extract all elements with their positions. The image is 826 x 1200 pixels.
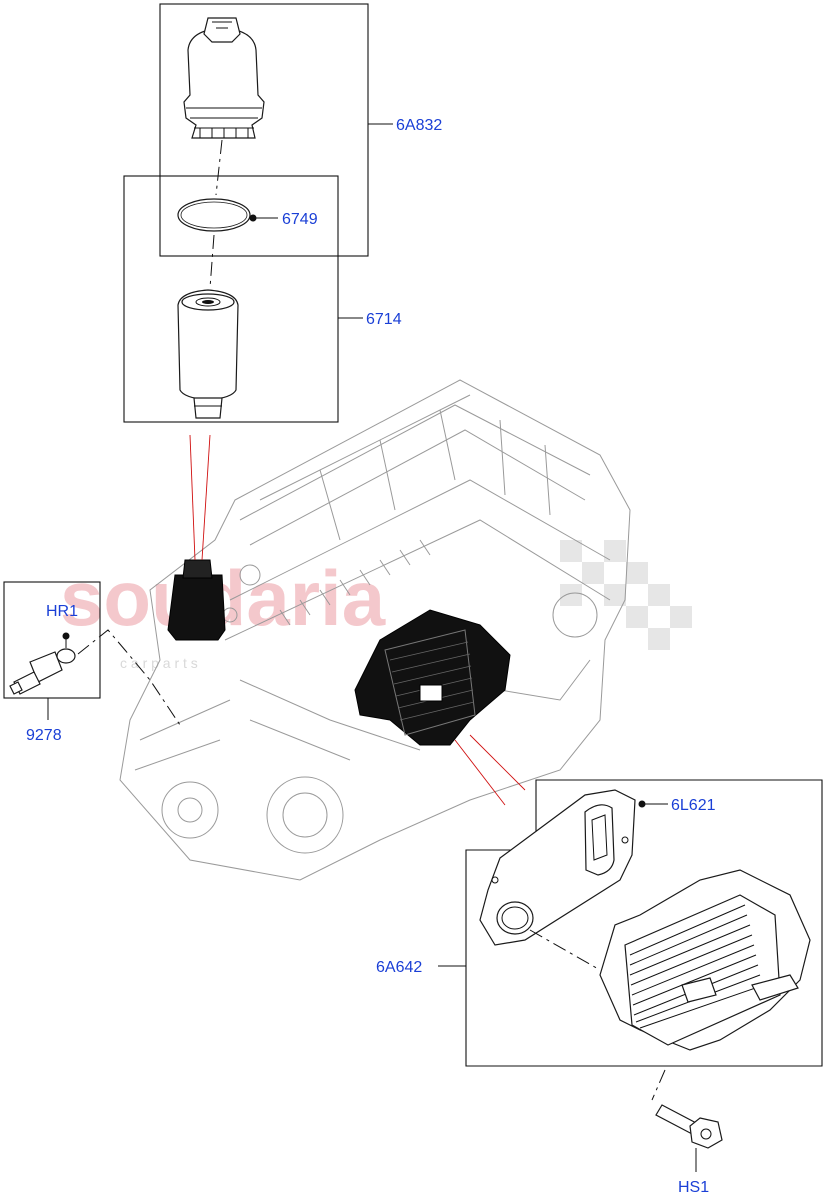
oil-cooler-gasket-part (479, 789, 636, 946)
oil-cooler-part (599, 869, 811, 1051)
axis-cap-to-oring (215, 139, 223, 196)
o-ring-part (177, 198, 251, 232)
leader-dot-6749 (249, 214, 257, 222)
callout-9278[interactable]: 9278 (26, 727, 62, 744)
callout-HR1[interactable]: HR1 (46, 603, 78, 620)
checkered-flag-watermark (560, 540, 692, 650)
group-box-sensor (3, 581, 101, 699)
callout-6714[interactable]: 6714 (366, 311, 402, 328)
leader-dot-6L621 (638, 800, 646, 808)
axis-oring-to-filter (209, 234, 215, 289)
installed-filter-housing (167, 559, 226, 641)
bolt-part (655, 1104, 723, 1149)
callout-HS1[interactable]: HS1 (678, 1179, 709, 1196)
group-box-filter-element (123, 175, 339, 423)
axis-sensor-to-engine (77, 629, 181, 726)
oil-pressure-sensor-part (9, 648, 76, 695)
red-leaders (189, 434, 526, 806)
callout-6749[interactable]: 6749 (282, 211, 318, 228)
group-box-filter-cap (159, 3, 369, 257)
axis-gasket-to-cooler (529, 929, 601, 971)
callout-6A832[interactable]: 6A832 (396, 117, 442, 134)
leader-dot-HR1 (62, 632, 70, 640)
installed-oil-cooler (354, 609, 511, 746)
engine-block-illustration (119, 379, 631, 881)
callout-6L621[interactable]: 6L621 (671, 797, 716, 814)
oil-filter-element-part (177, 289, 239, 419)
axis-cooler-to-bolt (651, 1069, 666, 1101)
oil-filter-cap-part (183, 17, 265, 139)
callout-6A642[interactable]: 6A642 (376, 959, 422, 976)
